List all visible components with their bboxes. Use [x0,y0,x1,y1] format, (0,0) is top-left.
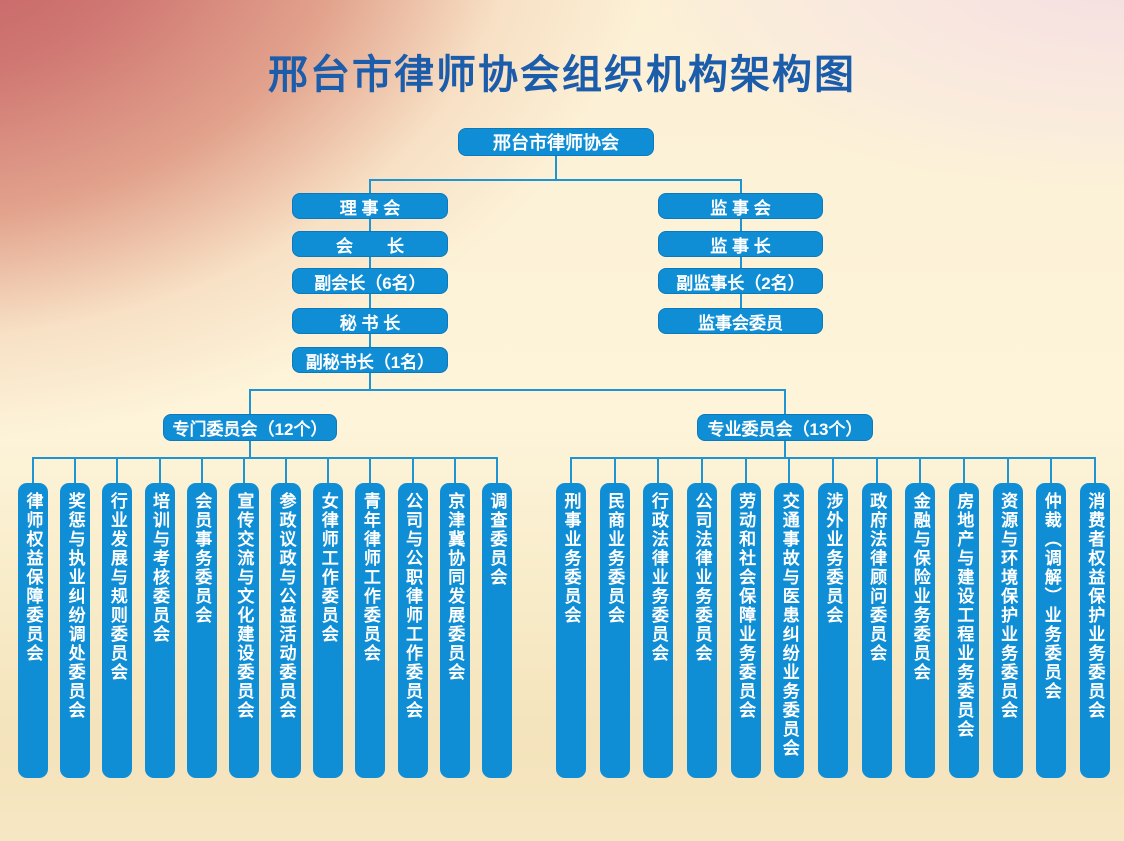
committee-box: 交通事故与医患纠纷业务委员会 [774,457,805,778]
committee-box: 会员事务委员会 [186,457,217,778]
node-president: 会 长 [292,231,448,257]
committee-box: 培训与考核委员会 [144,457,175,778]
node-deputy-secretary-general: 副秘书长（1名） [292,347,448,373]
header-special-committees: 专门委员会（12个） [163,414,337,441]
node-deputy-supervisors: 副监事长（2名） [658,268,823,294]
node-council: 理 事 会 [292,193,448,219]
committee-box: 金融与保险业务委员会 [905,457,936,778]
connector-professional-header-up [784,389,786,415]
connector-professional-header-down [784,440,786,458]
committee-box: 调查委员会 [481,457,512,778]
committee-box: 青年律师工作委员会 [355,457,386,778]
committee-box: 公司法律业务委员会 [686,457,717,778]
connector-top-horizontal [369,179,742,181]
connector-special-header-up [249,389,251,415]
node-root: 邢台市律师协会 [458,128,654,156]
committee-box: 房地产与建设工程业务委员会 [948,457,979,778]
committee-box: 涉外业务委员会 [817,457,848,778]
committee-box: 消费者权益保护业务委员会 [1079,457,1110,778]
node-secretary-general: 秘 书 长 [292,308,448,334]
committee-box: 仲裁（调解）业务委员会 [1036,457,1067,778]
committee-box: 奖惩与执业纠纷调处委员会 [60,457,91,778]
committee-box: 行业发展与规则委员会 [102,457,133,778]
committee-box: 行政法律业务委员会 [643,457,674,778]
committee-box: 参政议政与公益活动委员会 [271,457,302,778]
committee-box: 刑事业务委员会 [556,457,586,778]
connector-special-header-down [249,440,251,458]
committee-box: 宣传交流与文化建设委员会 [228,457,259,778]
node-supervisory-board: 监 事 会 [658,193,823,219]
node-chief-supervisor: 监 事 长 [658,231,823,257]
node-vice-presidents: 副会长（6名） [292,268,448,294]
group-special-committees: 律师权益保障委员会 奖惩与执业纠纷调处委员会 行业发展与规则委员会 培训与考核委… [18,457,512,778]
page-title: 邢台市律师协会组织机构架构图 [268,53,856,97]
group-professional-committees: 刑事业务委员会 民商业务委员会 行政法律业务委员会 公司法律业务委员会 劳动和社… [556,457,1110,778]
header-professional-committees: 专业委员会（13个） [697,414,873,441]
node-supervisory-members: 监事会委员 [658,308,823,334]
committee-box: 民商业务委员会 [599,457,630,778]
committee-box: 律师权益保障委员会 [18,457,48,778]
committee-box: 女律师工作委员会 [313,457,344,778]
committee-box: 劳动和社会保障业务委员会 [730,457,761,778]
committee-box: 京津冀协同发展委员会 [439,457,470,778]
connector-mid-horizontal [249,389,786,391]
committee-box: 政府法律顾问委员会 [861,457,892,778]
rail-special [33,457,498,459]
committee-box: 公司与公职律师工作委员会 [397,457,428,778]
connector-root-down [555,155,557,180]
committee-box: 资源与环境保护业务委员会 [992,457,1023,778]
